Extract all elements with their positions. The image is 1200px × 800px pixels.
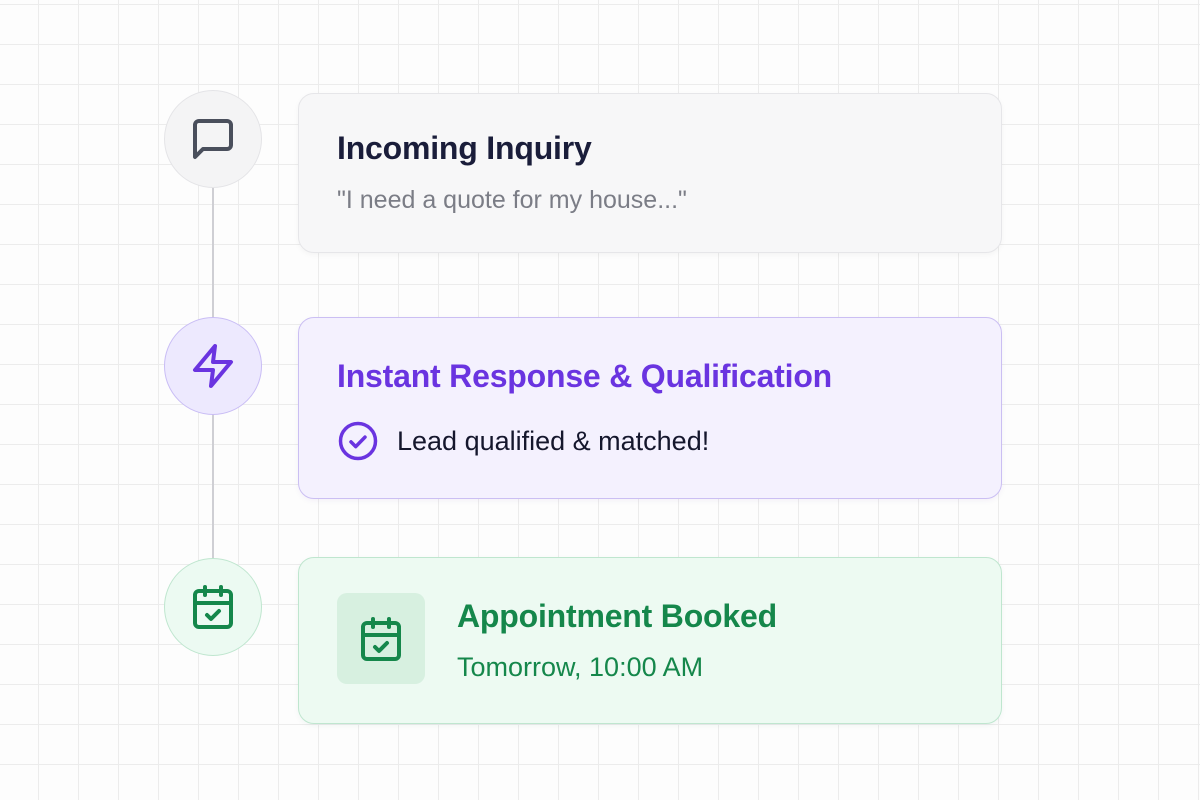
appointment-time: Tomorrow, 10:00 AM <box>457 652 704 682</box>
inquiry-quote-text: "I need a quote for my house..." <box>337 186 687 214</box>
step-2-title: Instant Response & Qualification <box>337 358 833 394</box>
step-1-node <box>164 90 262 188</box>
message-square-icon <box>193 119 233 159</box>
qualification-status: Lead qualified & matched! <box>337 420 709 462</box>
appointment-icon-tile <box>337 593 425 684</box>
instant-response-card: Instant Response & Qualification Lead qu… <box>298 317 1002 499</box>
step-2-node <box>164 317 262 415</box>
calendar-check-icon <box>193 585 233 629</box>
check-circle-icon <box>338 421 378 461</box>
lightning-bolt-icon <box>193 344 233 388</box>
qualification-status-text: Lead qualified & matched! <box>397 425 710 456</box>
calendar-check-icon <box>361 616 401 661</box>
step-1-title: Incoming Inquiry <box>337 130 592 166</box>
step-3-node <box>164 558 262 656</box>
appointment-booked-card: Appointment Booked Tomorrow, 10:00 AM <box>298 557 1002 724</box>
incoming-inquiry-card: Incoming Inquiry "I need a quote for my … <box>298 93 1002 253</box>
step-3-title: Appointment Booked <box>457 598 777 634</box>
